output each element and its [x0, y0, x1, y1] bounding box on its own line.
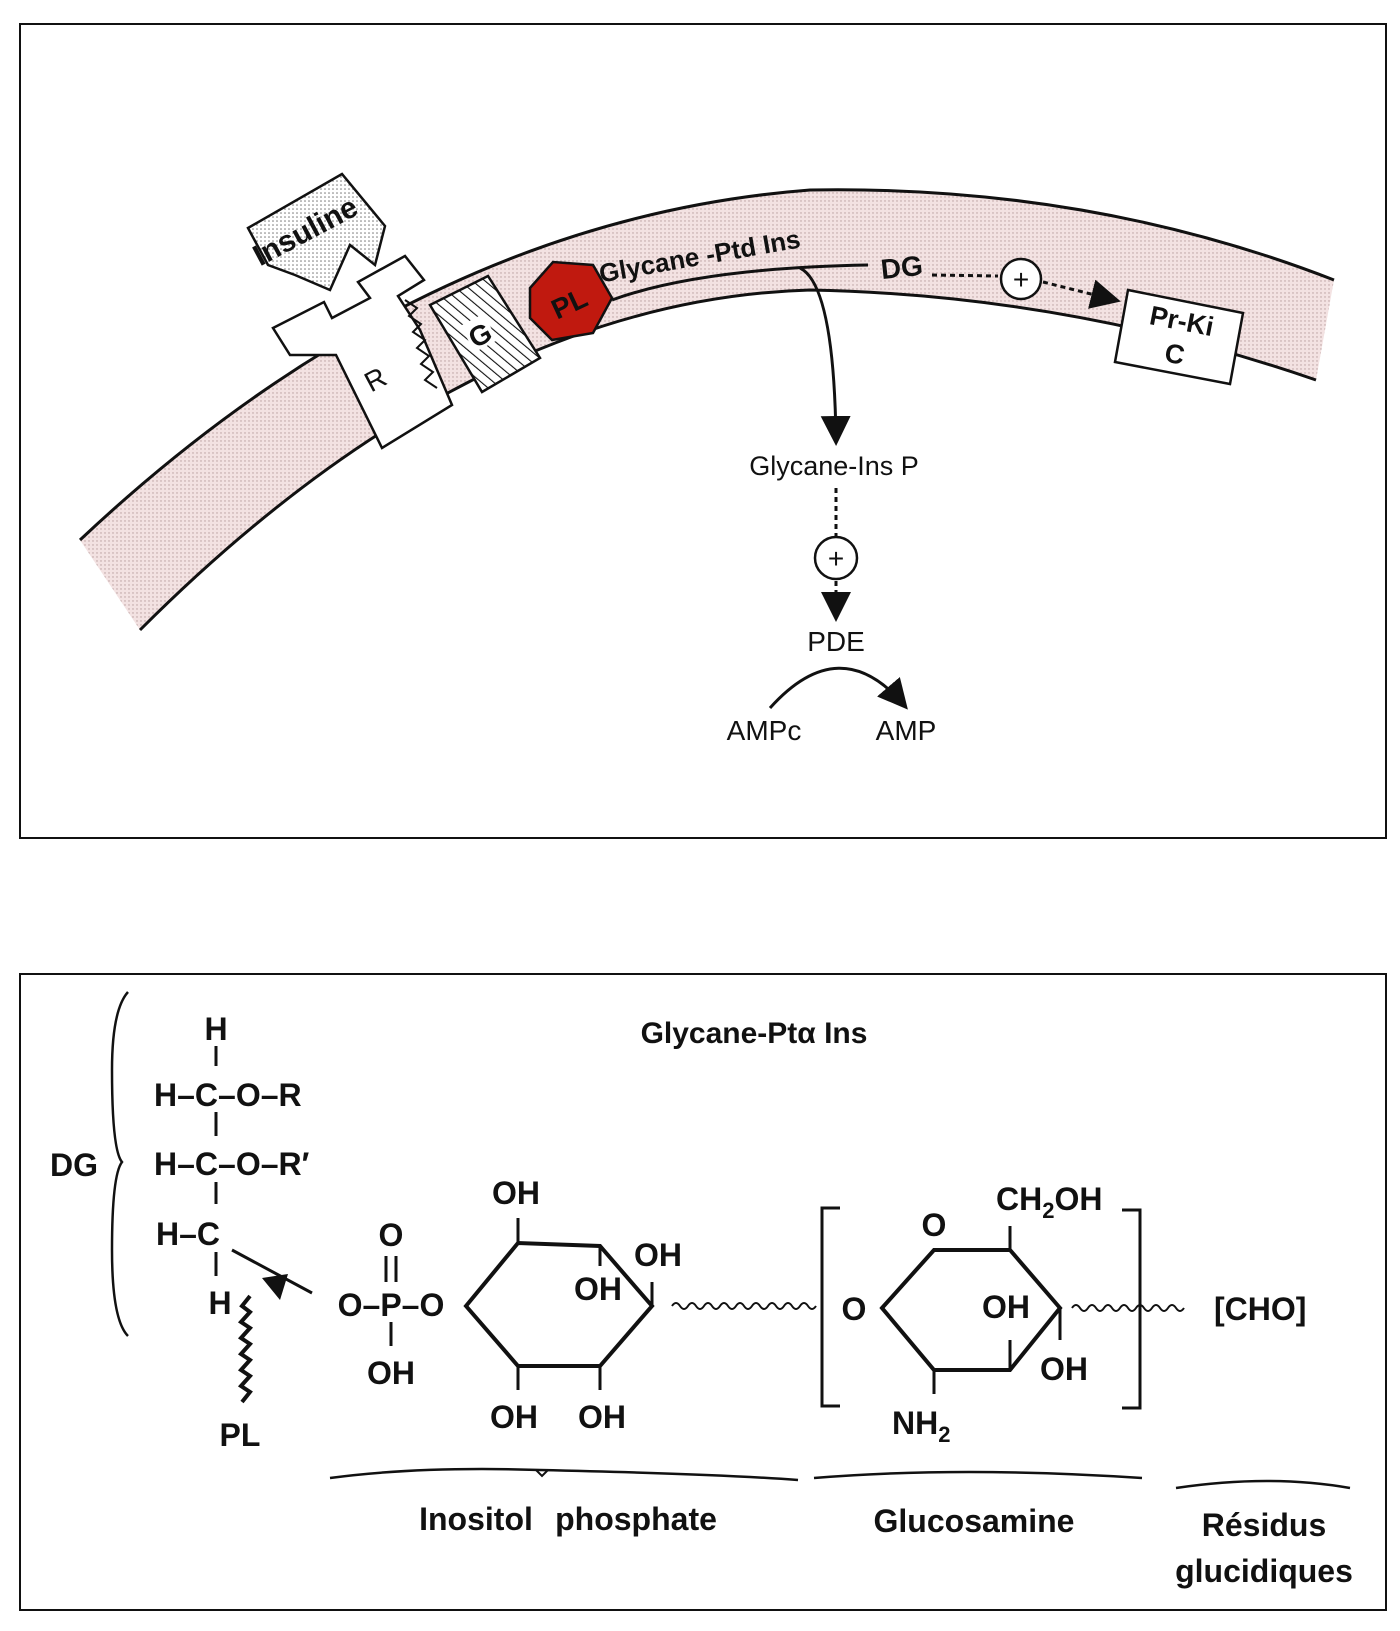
inositol-ring: OH OH OH OH OH	[463, 1175, 682, 1435]
ampc-to-amp-arrow	[768, 666, 908, 710]
glycerol-row-1: H–C–O–R	[154, 1077, 302, 1113]
g-protein: G	[428, 274, 542, 394]
protein-kinase-c: Pr-Ki C	[1113, 288, 1245, 386]
glucosamine-ring-o: O	[922, 1207, 947, 1243]
dg-structure-label: DG	[50, 1147, 98, 1183]
phosphate-main: O–P–O	[338, 1287, 445, 1323]
inositol-oh-1: OH	[492, 1175, 540, 1211]
residus-brace	[1175, 1479, 1351, 1490]
inositol-oh-5: OH	[578, 1399, 626, 1435]
phosphate-oh: OH	[367, 1355, 415, 1391]
inositol-oh-4: OH	[490, 1399, 538, 1435]
glycerol-backbone: H H–C–O–R H–C–O–R′ H–C H	[154, 1011, 313, 1321]
pl-cleavage-arrow: PL	[220, 1274, 288, 1453]
plus-circle-top: +	[999, 257, 1043, 301]
wavy-link-2	[1071, 1304, 1185, 1312]
bottom-title: Glycane-Ptα Ins	[641, 1017, 868, 1050]
glucosamine-ch2oh: CH2OH	[996, 1181, 1102, 1223]
inositol-oh-3: OH	[634, 1237, 682, 1273]
phosphate-label: phosphate	[555, 1501, 717, 1537]
inositol-label: Inositol	[419, 1501, 533, 1537]
glucosamine-oh-2: OH	[1040, 1351, 1088, 1387]
pl-label: PL	[220, 1417, 261, 1453]
linkage-o: O	[842, 1291, 867, 1327]
residus-label: Résidus	[1202, 1507, 1326, 1543]
phospholipase: PL	[528, 260, 614, 342]
receptor: R	[271, 254, 454, 450]
svg-text:+: +	[1013, 264, 1029, 295]
left-bracket	[820, 1206, 840, 1408]
glucosamine-ring: O CH2OH OH OH NH2	[879, 1181, 1102, 1447]
wavy-link-1	[671, 1302, 817, 1310]
inositol-oh-2: OH	[574, 1271, 622, 1307]
right-bracket	[1122, 1208, 1142, 1410]
inositol-phosphate-brace	[329, 1467, 799, 1482]
dg-dashed-line	[931, 273, 999, 278]
insulin-molecule: Insuline	[246, 172, 387, 292]
ampc-label: AMPc	[727, 715, 802, 746]
pde-label: PDE	[807, 626, 865, 657]
dg-to-pkc-arrow	[1042, 279, 1121, 309]
glucosamine-nh2: NH2	[892, 1405, 950, 1447]
svg-text:+: +	[828, 543, 844, 574]
glycane-ins-p-label: Glycane-Ins P	[749, 451, 919, 481]
cho-label: [CHO]	[1214, 1291, 1306, 1327]
plus-circle-bottom: +	[813, 535, 859, 581]
bottom-panel-frame	[19, 973, 1387, 1611]
lipid-chain-line	[611, 263, 869, 302]
phosphate-o-top: O	[379, 1217, 404, 1253]
glucosamine-label: Glucosamine	[874, 1503, 1075, 1539]
glycerol-row-2: H–C–O–R′	[154, 1146, 310, 1182]
atom-h-top: H	[204, 1011, 227, 1047]
membrane-outer-edge	[78, 188, 1335, 542]
glucidiques-label: glucidiques	[1175, 1553, 1353, 1589]
top-panel-frame	[19, 23, 1387, 839]
glucosamine-oh-1: OH	[982, 1289, 1030, 1325]
dg-brace	[110, 991, 129, 1337]
phosphate-group: O O–P–O OH	[338, 1217, 445, 1391]
cleavage-arrow	[799, 266, 851, 446]
dg-label: DG	[879, 250, 924, 285]
glycerol-row-3: H–C	[156, 1216, 220, 1252]
amp-label: AMP	[876, 715, 937, 746]
glucosamine-brace	[813, 1470, 1143, 1480]
atom-h-bottom: H	[208, 1285, 231, 1321]
